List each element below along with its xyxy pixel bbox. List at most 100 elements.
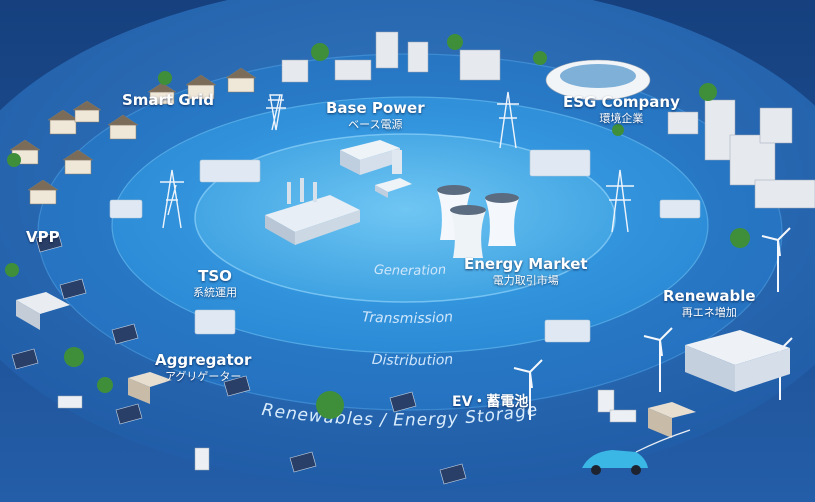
tree-icon-part	[64, 347, 84, 367]
label-aggregator-en: Aggregator	[155, 351, 252, 369]
solar-panel-icon-part	[289, 451, 317, 473]
power-plant-icon-part	[265, 215, 295, 245]
house-icon-part	[128, 372, 172, 387]
ev-car-icon-part	[635, 429, 691, 453]
tree-icon-part	[5, 263, 19, 277]
ev-car-icon	[582, 429, 691, 475]
transmission-tower-icon-part	[266, 94, 286, 131]
ev-car-icon-part	[582, 450, 648, 468]
label-aggregator: Aggregator アグリゲーター	[155, 352, 251, 384]
office-building-icon-part	[667, 111, 699, 135]
house-icon-part	[9, 139, 41, 151]
house-icon-part	[227, 77, 255, 93]
battery-storage-icon-part	[597, 389, 615, 413]
label-base-power-jp: ベース電源	[348, 118, 403, 131]
house-icon-part	[62, 149, 94, 161]
solar-panel-icon-part	[35, 231, 63, 253]
house-icon	[9, 67, 257, 205]
battery-storage-icon-part	[609, 409, 637, 423]
label-ev-storage: EV・蓄電池	[452, 394, 528, 411]
office-building-icon-part	[759, 107, 793, 144]
tree-icon-part	[447, 34, 463, 50]
cooling-tower-icon-part	[485, 193, 519, 203]
substation-icon-part	[194, 309, 236, 335]
label-energy-market: Energy Market 電力取引市場	[464, 256, 588, 288]
tree-icon-part	[612, 124, 624, 136]
office-building-icon-part	[375, 31, 399, 69]
tree-icon-part	[7, 153, 21, 167]
office-building-icon-part	[407, 41, 429, 73]
transmission-tower-icon	[160, 91, 634, 233]
ring-label-distribution: Distribution	[371, 352, 453, 369]
house-icon-part	[107, 114, 139, 126]
battery-storage-icon-part	[194, 447, 210, 471]
tree-icon-part	[730, 228, 750, 248]
house-icon-part	[72, 100, 102, 111]
office-building-icon	[281, 31, 815, 209]
wind-turbine-icon-part	[513, 359, 543, 420]
house-icon-part	[29, 189, 57, 205]
house-icon-part	[147, 82, 177, 93]
solar-panel-icon-part	[115, 403, 143, 425]
power-plant-icon-part	[340, 140, 400, 160]
label-base-power: Base Power ベース電源	[326, 100, 425, 132]
factory-icon-part	[685, 345, 735, 392]
label-vpp: VPP	[26, 229, 60, 246]
house-icon-part	[74, 109, 100, 123]
warehouse-icon-part	[16, 292, 70, 314]
label-smart-grid: Smart Grid	[122, 92, 214, 109]
warehouse-icon	[16, 292, 70, 330]
tree-icon-part	[158, 71, 172, 85]
label-esg-company-jp: 環境企業	[599, 112, 644, 125]
wind-turbine-icon-part	[643, 327, 673, 392]
office-building-icon-part	[459, 49, 501, 81]
label-vpp-en: VPP	[26, 228, 60, 246]
substation-icon-part	[199, 159, 261, 183]
solar-panel-icon-part	[223, 375, 251, 397]
power-plant-icon-part	[313, 182, 317, 202]
ring-label-generation: Generation	[373, 263, 446, 279]
tree-icon-part	[699, 83, 717, 101]
battery-storage-icon-part	[57, 395, 83, 409]
label-esg-company-en: ESG Company	[563, 93, 680, 111]
house-icon-part	[648, 402, 696, 418]
tree-icon-part	[533, 51, 547, 65]
label-base-power-en: Base Power	[326, 99, 425, 117]
house-icon-part	[27, 179, 59, 191]
power-plant-icon-part	[295, 210, 360, 245]
house-icon-part	[225, 67, 257, 79]
power-plant-icon	[265, 140, 412, 245]
power-plant-icon-part	[300, 178, 304, 202]
label-renewable: Renewable 再エネ増加	[663, 288, 756, 320]
substation-icon-part	[109, 199, 143, 219]
factory-icon-part	[685, 330, 790, 365]
house-icon-part	[64, 159, 92, 175]
house-icon-part	[47, 109, 79, 121]
ring-label-transmission: Transmission	[362, 309, 454, 327]
stadium-icon	[545, 59, 651, 101]
power-plant-icon-part	[287, 182, 291, 204]
tree-icon-part	[316, 391, 344, 419]
house-icon	[128, 372, 696, 438]
label-renewable-jp: 再エネ増加	[681, 306, 737, 319]
label-ev-storage-en: EV・蓄電池	[452, 394, 529, 410]
power-plant-icon-part	[392, 150, 402, 174]
office-building-icon-part	[729, 134, 776, 186]
substation-icon	[109, 149, 701, 343]
transmission-tower-icon-part	[606, 169, 634, 233]
ev-car-icon-part	[631, 465, 641, 475]
office-building-icon-part	[754, 179, 815, 209]
warehouse-icon-part	[16, 300, 40, 330]
solar-panel-icon-part	[11, 348, 39, 370]
power-plant-icon-part	[340, 150, 360, 175]
tree-icon	[5, 34, 750, 419]
factory-icon-part	[735, 348, 790, 392]
ev-car-icon-part	[591, 465, 601, 475]
label-energy-market-en: Energy Market	[464, 255, 588, 273]
transmission-tower-icon-part	[497, 91, 519, 149]
solar-panel-icon-part	[111, 323, 139, 345]
wind-turbine-icon-part	[761, 227, 791, 292]
power-plant-icon-part	[265, 195, 360, 232]
label-tso: TSO 系統運用	[193, 268, 237, 300]
